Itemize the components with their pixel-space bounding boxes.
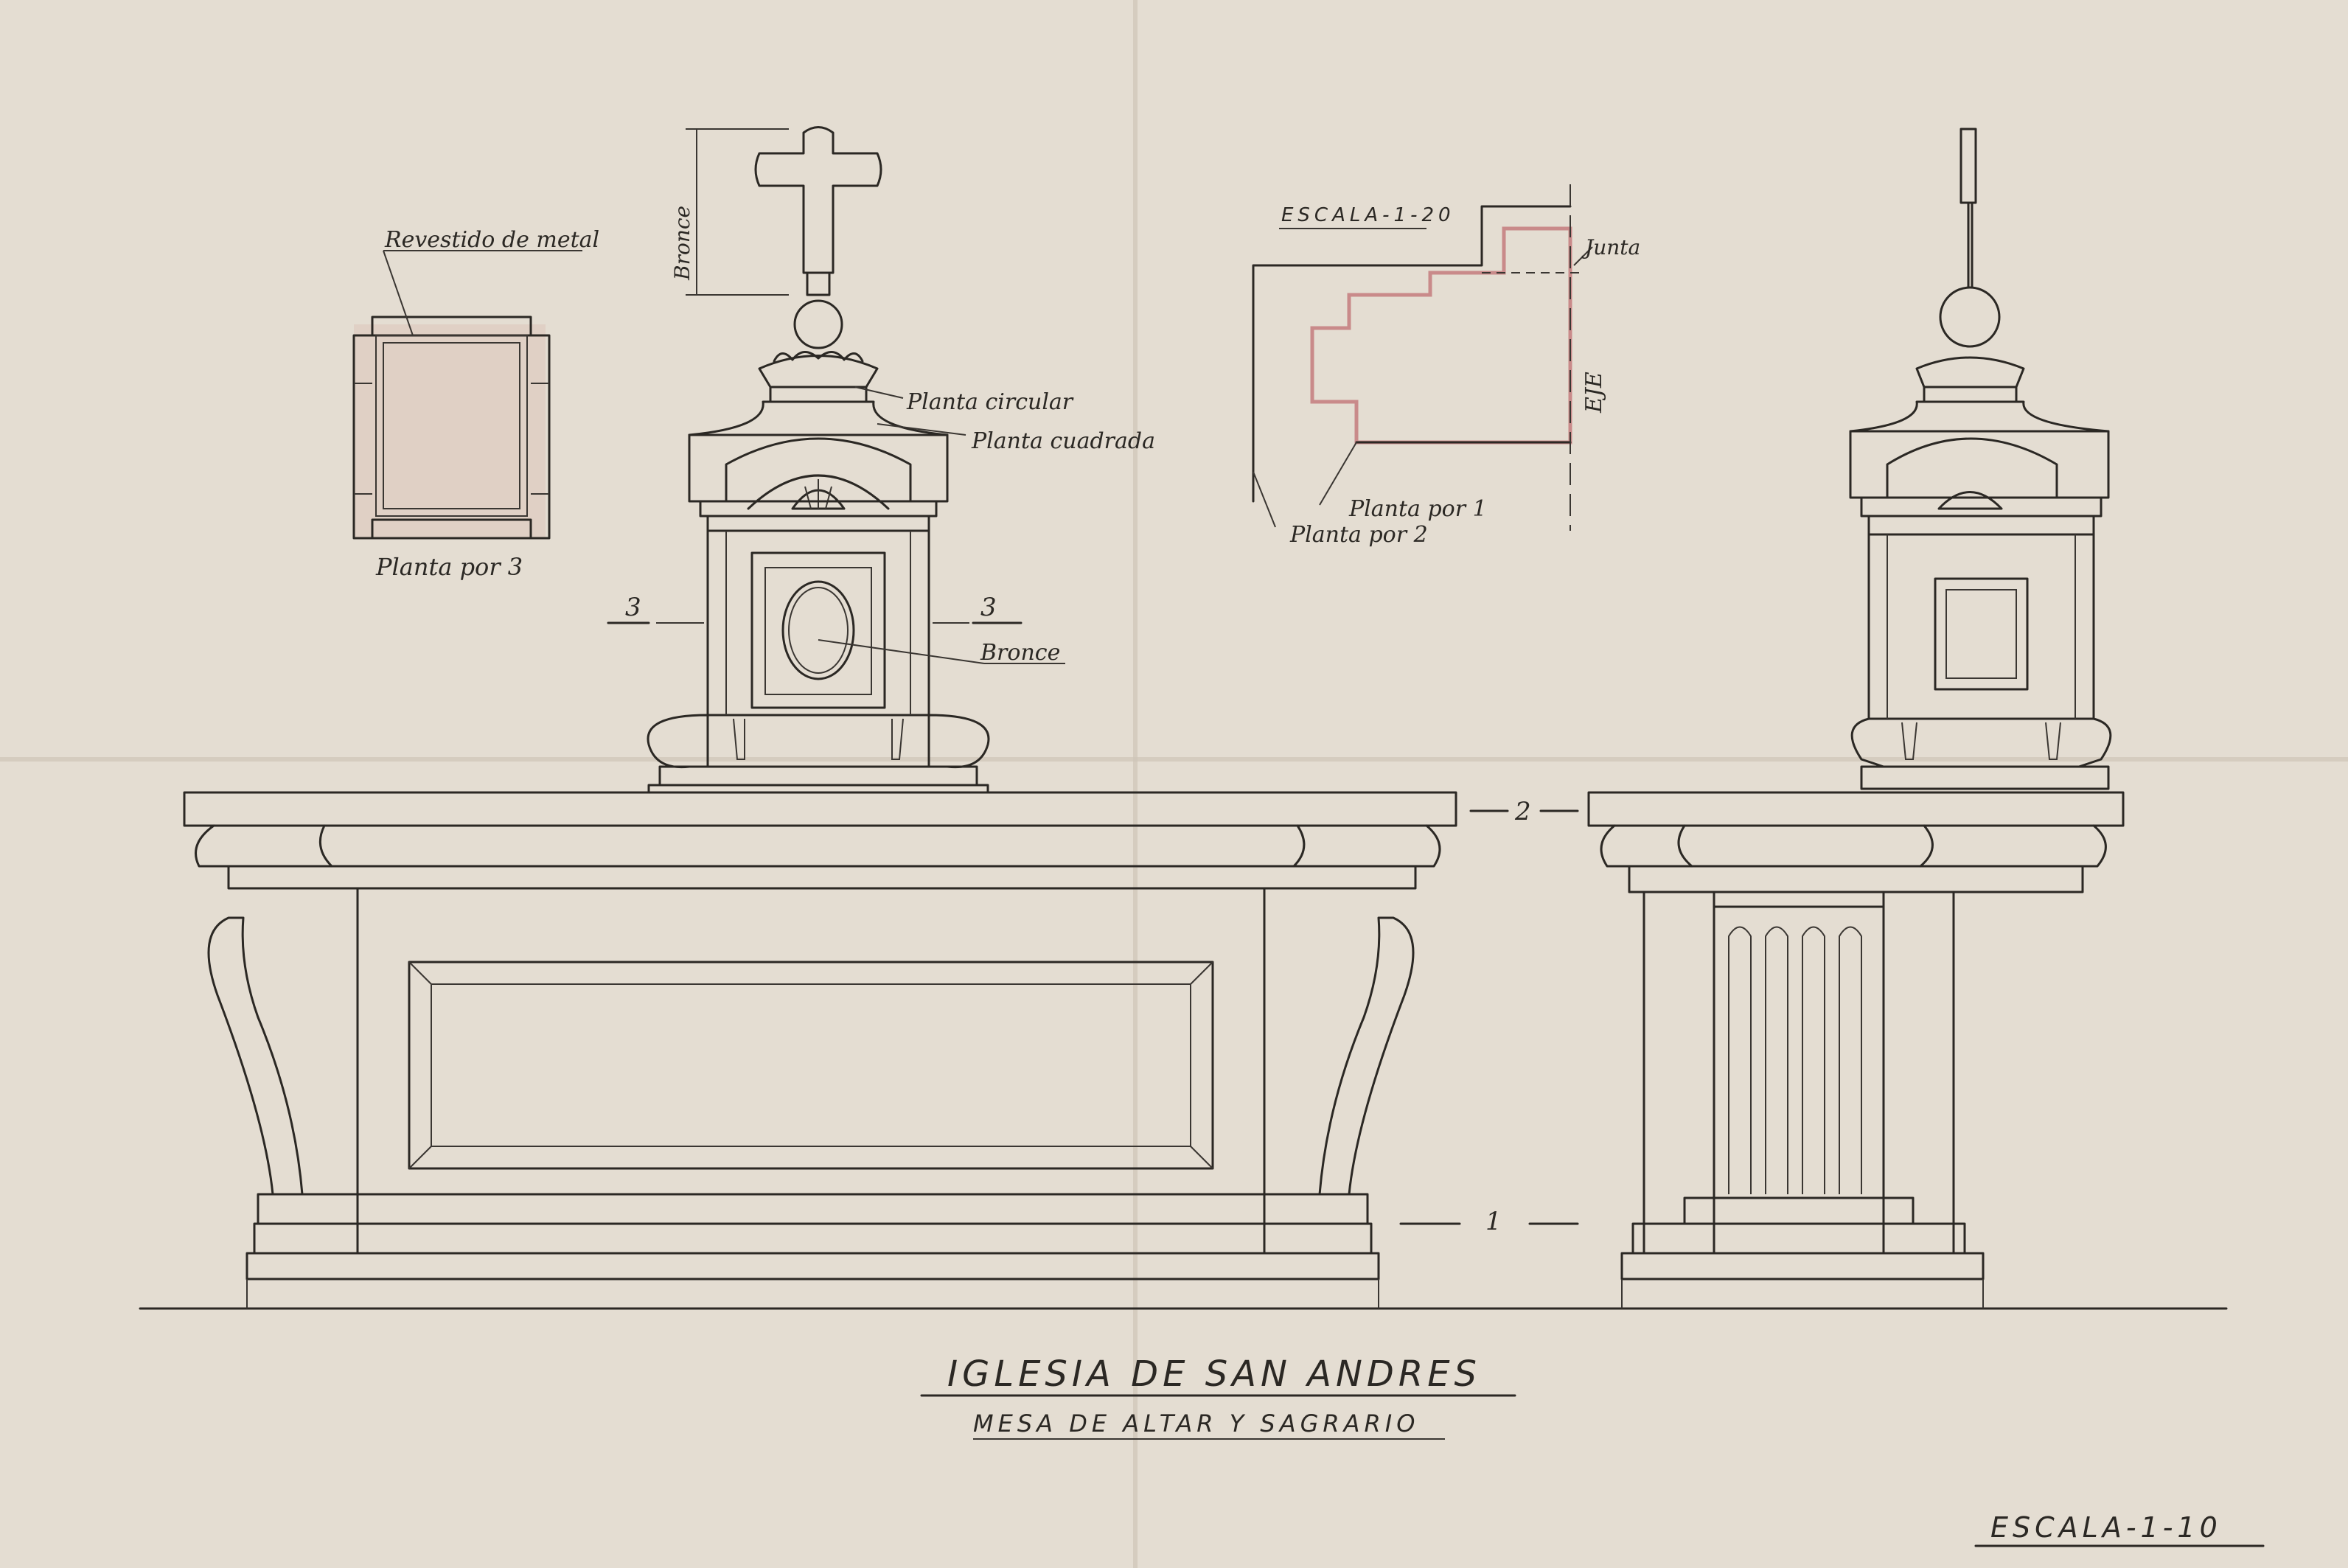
label-planta-por-1: Planta por 1: [1348, 496, 1487, 522]
label-section-2: 2: [1514, 797, 1531, 826]
title-main: IGLESIA DE SAN ANDRES: [947, 1353, 1481, 1395]
label-planta-por-3: Planta por 3: [375, 553, 523, 581]
label-planta-cuadrada: Planta cuadrada: [971, 428, 1155, 454]
label-bronce: Bronce: [980, 640, 1060, 666]
plan-section-3: [352, 250, 582, 540]
label-section-1: 1: [1485, 1207, 1502, 1236]
tabernacle-front: [607, 126, 1065, 794]
label-eje: EJE: [1581, 372, 1607, 414]
profile-detail: [1252, 184, 1593, 531]
side-elevation: [1587, 128, 2125, 1309]
label-planta-por-2: Planta por 2: [1289, 522, 1428, 548]
scale-label: ESCALA-1-10: [1990, 1511, 2222, 1544]
label-revestido: Revestido de metal: [384, 227, 599, 253]
label-section-3-right: 3: [980, 593, 997, 622]
title-block: [920, 1394, 2265, 1547]
label-junta: Junta: [1581, 235, 1640, 259]
altar-front: [139, 791, 2228, 1310]
title-subtitle: MESA DE ALTAR Y SAGRARIO: [973, 1410, 1419, 1438]
label-escala-detail: ESCALA-1-20: [1281, 204, 1455, 226]
label-bronce-vertical: Bronce: [670, 206, 694, 281]
label-planta-circular: Planta circular: [906, 389, 1074, 415]
label-section-3-left: 3: [625, 593, 641, 622]
